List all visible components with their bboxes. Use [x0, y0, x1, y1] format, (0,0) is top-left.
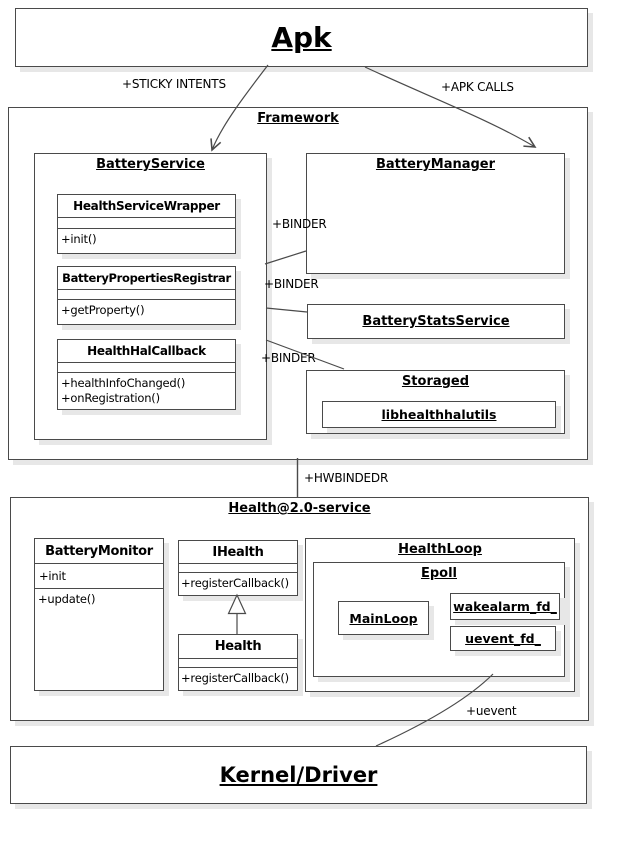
health-class: Health +registerCallback()	[178, 634, 298, 691]
uevent-fd-box: uevent_fd_	[450, 626, 556, 651]
class-method: +init()	[61, 232, 97, 246]
health20-service-title: Health@2.0-service	[228, 501, 371, 516]
class-attributes	[58, 290, 235, 300]
wakealarm-fd-box: wakealarm_fd_	[450, 593, 560, 620]
main-loop-title: MainLoop	[349, 610, 418, 626]
class-method: +healthInfoChanged()	[61, 376, 186, 390]
health-service-wrapper-class: HealthServiceWrapper +init()	[57, 194, 236, 254]
battery-stats-service-box: BatteryStatsService	[307, 304, 565, 339]
class-method: +init	[35, 564, 163, 589]
class-method: +registerCallback()	[181, 671, 289, 685]
battery-service-title: BatteryService	[96, 157, 205, 172]
edge-label-uevent: +uevent	[466, 704, 517, 718]
wakealarm-fd-title: wakealarm_fd_	[453, 599, 557, 614]
battery-properties-registrar-class: BatteryPropertiesRegistrar +getProperty(…	[57, 266, 236, 325]
kernel-driver-box: Kernel/Driver	[10, 746, 587, 804]
edge-label-binder-top: +BINDER	[272, 217, 327, 231]
epoll-title: Epoll	[420, 566, 458, 581]
class-attributes	[179, 564, 297, 573]
class-name: HealthHalCallback	[58, 340, 235, 363]
class-name: IHealth	[179, 541, 297, 564]
edge-label-binder-mid: +BINDER	[264, 277, 319, 291]
apk-box: Apk	[15, 8, 588, 67]
battery-stats-service-title: BatteryStatsService	[362, 314, 510, 329]
edge-label-apk-calls: +APK CALLS	[441, 80, 514, 94]
class-attributes	[58, 218, 235, 229]
ihealth-class: IHealth +registerCallback()	[178, 540, 298, 596]
class-name: BatteryPropertiesRegistrar	[58, 267, 235, 290]
storaged-title: Storaged	[401, 374, 470, 389]
battery-monitor-class: BatteryMonitor +init +update()	[34, 538, 164, 691]
battery-manager-box: BatteryManager	[306, 153, 565, 274]
edge-label-binder-bottom: +BINDER	[261, 351, 316, 365]
libhealthhalutils-title: libhealthhalutils	[381, 407, 497, 422]
framework-title: Framework	[257, 111, 339, 126]
class-method: +registerCallback()	[181, 576, 289, 590]
class-attributes	[58, 363, 235, 373]
uevent-fd-title: uevent_fd_	[465, 631, 541, 646]
class-method: +onRegistration()	[61, 390, 160, 405]
edge-label-hwbinder: +HWBINDEDR	[304, 471, 389, 485]
edge-label-sticky-intents: +STICKY INTENTS	[122, 77, 226, 91]
class-name: BatteryMonitor	[35, 539, 163, 564]
main-loop-box: MainLoop	[338, 601, 429, 635]
apk-title: Apk	[271, 21, 332, 54]
libhealthhalutils-box: libhealthhalutils	[322, 401, 556, 428]
health-loop-title: HealthLoop	[398, 542, 482, 557]
battery-manager-title: BatteryManager	[375, 157, 496, 172]
kernel-driver-title: Kernel/Driver	[219, 763, 378, 787]
class-method: +getProperty()	[61, 303, 145, 317]
class-method: +update()	[38, 592, 96, 606]
class-methods: +healthInfoChanged() +onRegistration()	[58, 373, 235, 409]
class-name: Health	[179, 635, 297, 659]
class-attributes	[179, 659, 297, 668]
class-name: HealthServiceWrapper	[58, 195, 235, 218]
health-hal-callback-class: HealthHalCallback +healthInfoChanged() +…	[57, 339, 236, 410]
